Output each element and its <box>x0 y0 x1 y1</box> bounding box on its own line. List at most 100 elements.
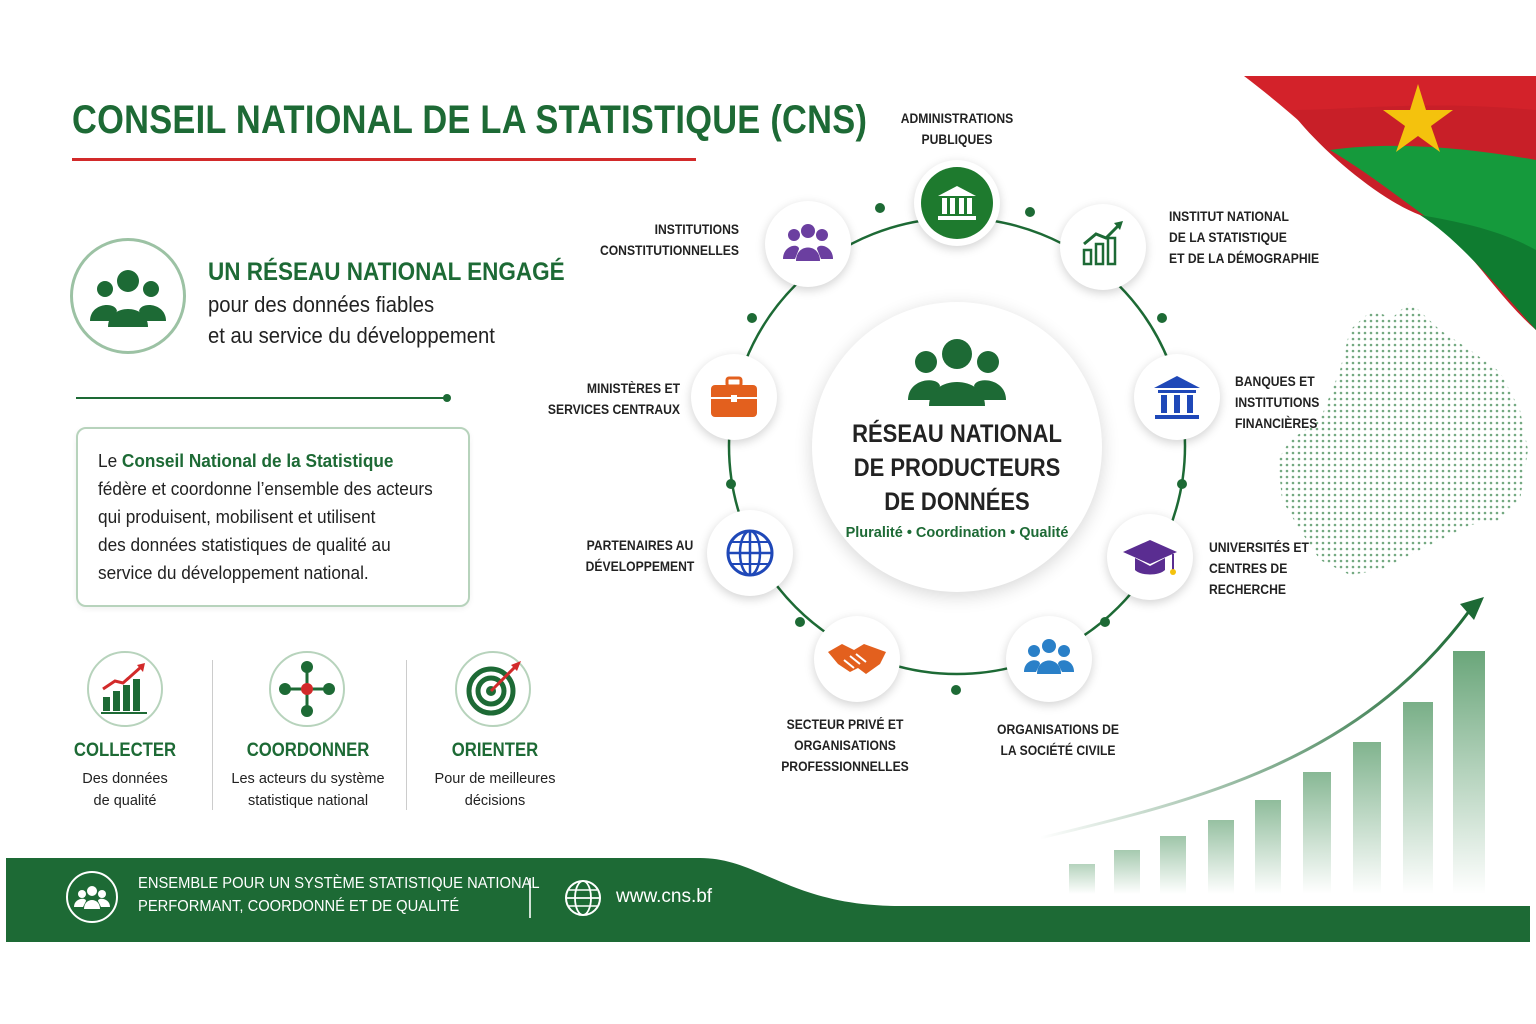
footer-globe-icon <box>565 880 601 916</box>
node-institutions-line-2: CONSTITUTIONNELLES <box>599 243 739 258</box>
pillar-collecter-title: COLLECTER <box>73 740 177 761</box>
pillar-orienter-sub-1: Pour de meilleures <box>434 771 556 787</box>
footer-slogan-line-1: ENSEMBLE POUR UN SYSTÈME STATISTIQUE NAT… <box>138 875 540 892</box>
node-administrations-line-1: ADMINISTRATIONS <box>900 111 1014 126</box>
statistics-chart-icon <box>1082 221 1123 266</box>
description-highlight: Conseil National de la Statistique <box>121 450 394 471</box>
node-administrations-label: ADMINISTRATIONS PUBLIQUES <box>885 108 1029 150</box>
node-secteur-prive <box>814 616 900 702</box>
node-universites-line-1: UNIVERSITÉS ET <box>1209 540 1309 555</box>
node-osc-label: ORGANISATIONS DE LA SOCIÉTÉ CIVILE <box>986 719 1130 761</box>
target-icon <box>466 661 521 716</box>
description-prefix: Le <box>98 450 122 471</box>
description-box <box>76 427 470 607</box>
community-icon <box>1024 639 1074 674</box>
pillar-coordonner-circle <box>269 651 345 727</box>
description-line-5: service du développement national. <box>98 562 369 583</box>
pillar-separator-1 <box>212 660 213 810</box>
node-banques-line-2: INSTITUTIONS <box>1235 395 1320 410</box>
pillar-coordonner-sub-1: Les acteurs du système <box>231 771 385 787</box>
page-title: CONSEIL NATIONAL DE LA STATISTIQUE (CNS) <box>72 98 868 142</box>
pillar-orienter-title: ORIENTER <box>451 740 539 761</box>
growth-arrow <box>1039 609 1472 840</box>
briefcase-icon <box>711 376 757 417</box>
node-ministeres-line-2: SERVICES CENTRAUX <box>547 402 680 417</box>
pillar-collecter-circle <box>87 651 163 727</box>
pillar-coordonner-title: COORDONNER <box>246 740 370 761</box>
node-universites <box>1107 514 1193 600</box>
description-line-4: des données statistiques de qualité au <box>98 534 391 555</box>
handshake-icon <box>828 644 886 674</box>
description-line-1: Le Conseil National de la Statistique <box>98 450 393 472</box>
divider-line <box>76 397 446 399</box>
node-secteur-prive-line-2: ORGANISATIONS <box>794 738 896 753</box>
footer-separator <box>529 878 531 918</box>
network-hub-icon <box>279 661 335 717</box>
footer-people-icon <box>66 871 118 923</box>
growth-arrow-head <box>1460 597 1484 620</box>
pillar-orienter-sub-2: décisions <box>464 793 526 809</box>
graduation-cap-icon <box>1123 540 1177 575</box>
divider-dot <box>443 394 451 402</box>
node-secteur-prive-line-1: SECTEUR PRIVÉ ET <box>786 717 904 732</box>
bank-icon <box>1154 376 1200 419</box>
node-administrations-line-2: PUBLIQUES <box>921 132 993 147</box>
description-line-2: fédère et coordonne l’ensemble des acteu… <box>98 478 433 499</box>
footer-band <box>6 858 1530 942</box>
footer-website-link[interactable]: www.cns.bf <box>616 886 713 907</box>
node-partenaires-line-1: PARTENAIRES AU <box>586 538 694 553</box>
node-partenaires-label: PARTENAIRES AU DÉVELOPPEMENT <box>568 535 712 577</box>
center-subtitle: Pluralité • Coordination • Qualité <box>845 525 1069 541</box>
pillar-separator-2 <box>406 660 407 810</box>
node-partenaires <box>707 510 793 596</box>
globe-icon <box>726 529 774 577</box>
footer-slogan-line-2: PERFORMANT, COORDONNÉ ET DE QUALITÉ <box>138 898 460 915</box>
node-banques-line-3: FINANCIÈRES <box>1235 416 1318 431</box>
pillar-orienter-circle <box>455 651 531 727</box>
node-institutions <box>765 201 851 287</box>
pillar-coordonner-sub-2: statistique national <box>247 793 369 809</box>
pillar-collecter-sub-1: Des données <box>82 771 168 787</box>
growth-chart-icon <box>101 663 147 714</box>
node-institutions-line-1: INSTITUTIONS <box>654 222 739 237</box>
center-people-icon <box>908 339 1006 406</box>
node-insd-label: INSTITUT NATIONAL DE LA STATISTIQUE ET D… <box>1169 206 1319 269</box>
node-osc <box>1006 616 1092 702</box>
hero-icon-circle <box>70 238 186 354</box>
people-group-icon <box>90 270 166 327</box>
center-title-line-2: DE PRODUCTEURS <box>853 454 1061 482</box>
node-universites-line-3: RECHERCHE <box>1209 582 1286 597</box>
node-banques <box>1134 354 1220 440</box>
growth-bars <box>1069 651 1485 894</box>
node-ministeres-label: MINISTÈRES ET SERVICES CENTRAUX <box>536 378 680 420</box>
team-icon <box>783 224 833 261</box>
flag-burkina-faso <box>1244 76 1536 330</box>
center-title-line-1: RÉSEAU NATIONAL <box>852 420 1062 448</box>
node-ministeres <box>691 354 777 440</box>
government-building-icon <box>921 167 993 239</box>
node-partenaires-line-2: DÉVELOPPEMENT <box>585 559 695 574</box>
node-secteur-prive-line-3: PROFESSIONNELLES <box>781 759 909 774</box>
title-underline <box>72 158 696 161</box>
node-insd-line-3: ET DE LA DÉMOGRAPHIE <box>1169 251 1320 266</box>
node-osc-line-2: LA SOCIÉTÉ CIVILE <box>1000 743 1116 758</box>
node-universites-label: UNIVERSITÉS ET CENTRES DE RECHERCHE <box>1209 537 1309 600</box>
node-insd <box>1060 204 1146 290</box>
node-universites-line-2: CENTRES DE <box>1209 561 1288 576</box>
node-osc-line-1: ORGANISATIONS DE <box>997 722 1119 737</box>
node-insd-line-1: INSTITUT NATIONAL <box>1169 209 1289 224</box>
pillar-collecter-sub-2: de qualité <box>93 793 157 809</box>
hero-line-2: et au service du développement <box>208 323 495 348</box>
dotted-map <box>1278 302 1528 575</box>
description-line-3: qui produisent, mobilisent et utilisent <box>98 506 376 527</box>
node-insd-line-2: DE LA STATISTIQUE <box>1169 230 1287 245</box>
hero-heading: UN RÉSEAU NATIONAL ENGAGÉ <box>208 258 565 286</box>
node-banques-label: BANQUES ET INSTITUTIONS FINANCIÈRES <box>1235 371 1319 434</box>
node-secteur-prive-label: SECTEUR PRIVÉ ET ORGANISATIONS PROFESSIO… <box>773 714 917 777</box>
center-title-line-3: DE DONNÉES <box>884 488 1030 516</box>
node-banques-line-1: BANQUES ET <box>1235 374 1315 389</box>
node-administrations <box>914 160 1000 246</box>
